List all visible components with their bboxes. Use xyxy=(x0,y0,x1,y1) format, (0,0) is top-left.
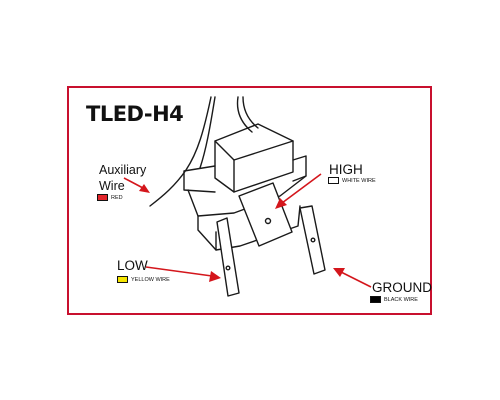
connector-top-box xyxy=(214,123,294,193)
auxiliary-legend-text: RED xyxy=(111,194,123,201)
ground-legend-text: BLACK WIRE xyxy=(384,296,418,303)
low-label: LOW xyxy=(117,258,148,273)
auxiliary-arrow xyxy=(123,177,150,193)
auxiliary-wire xyxy=(149,96,212,207)
high-arrow xyxy=(275,173,322,209)
diagram-frame xyxy=(67,86,432,315)
high-blade xyxy=(238,182,293,247)
red-swatch xyxy=(97,194,108,201)
ground-blade xyxy=(299,205,326,275)
low-legend: YELLOW WIRE xyxy=(117,276,170,283)
high-legend-text: WHITE WIRE xyxy=(342,177,376,184)
high-label: HIGH xyxy=(329,162,363,177)
diagram-title: TLED-H4 xyxy=(86,102,184,126)
ground-arrow xyxy=(333,268,372,288)
low-arrow xyxy=(145,266,221,282)
main-cable xyxy=(236,96,253,133)
low-legend-text: YELLOW WIRE xyxy=(131,276,170,283)
auxiliary-label-line2: Wire xyxy=(99,179,125,193)
low-blade xyxy=(216,217,240,297)
auxiliary-label-line1: Auxiliary xyxy=(99,163,147,177)
ground-label: GROUND xyxy=(372,280,432,295)
ground-legend: BLACK WIRE xyxy=(370,296,418,303)
white-swatch xyxy=(328,177,339,184)
auxiliary-legend: RED xyxy=(97,194,123,201)
black-swatch xyxy=(370,296,381,303)
connector-body xyxy=(187,175,307,217)
high-legend: WHITE WIRE xyxy=(328,177,376,184)
yellow-swatch xyxy=(117,276,128,283)
